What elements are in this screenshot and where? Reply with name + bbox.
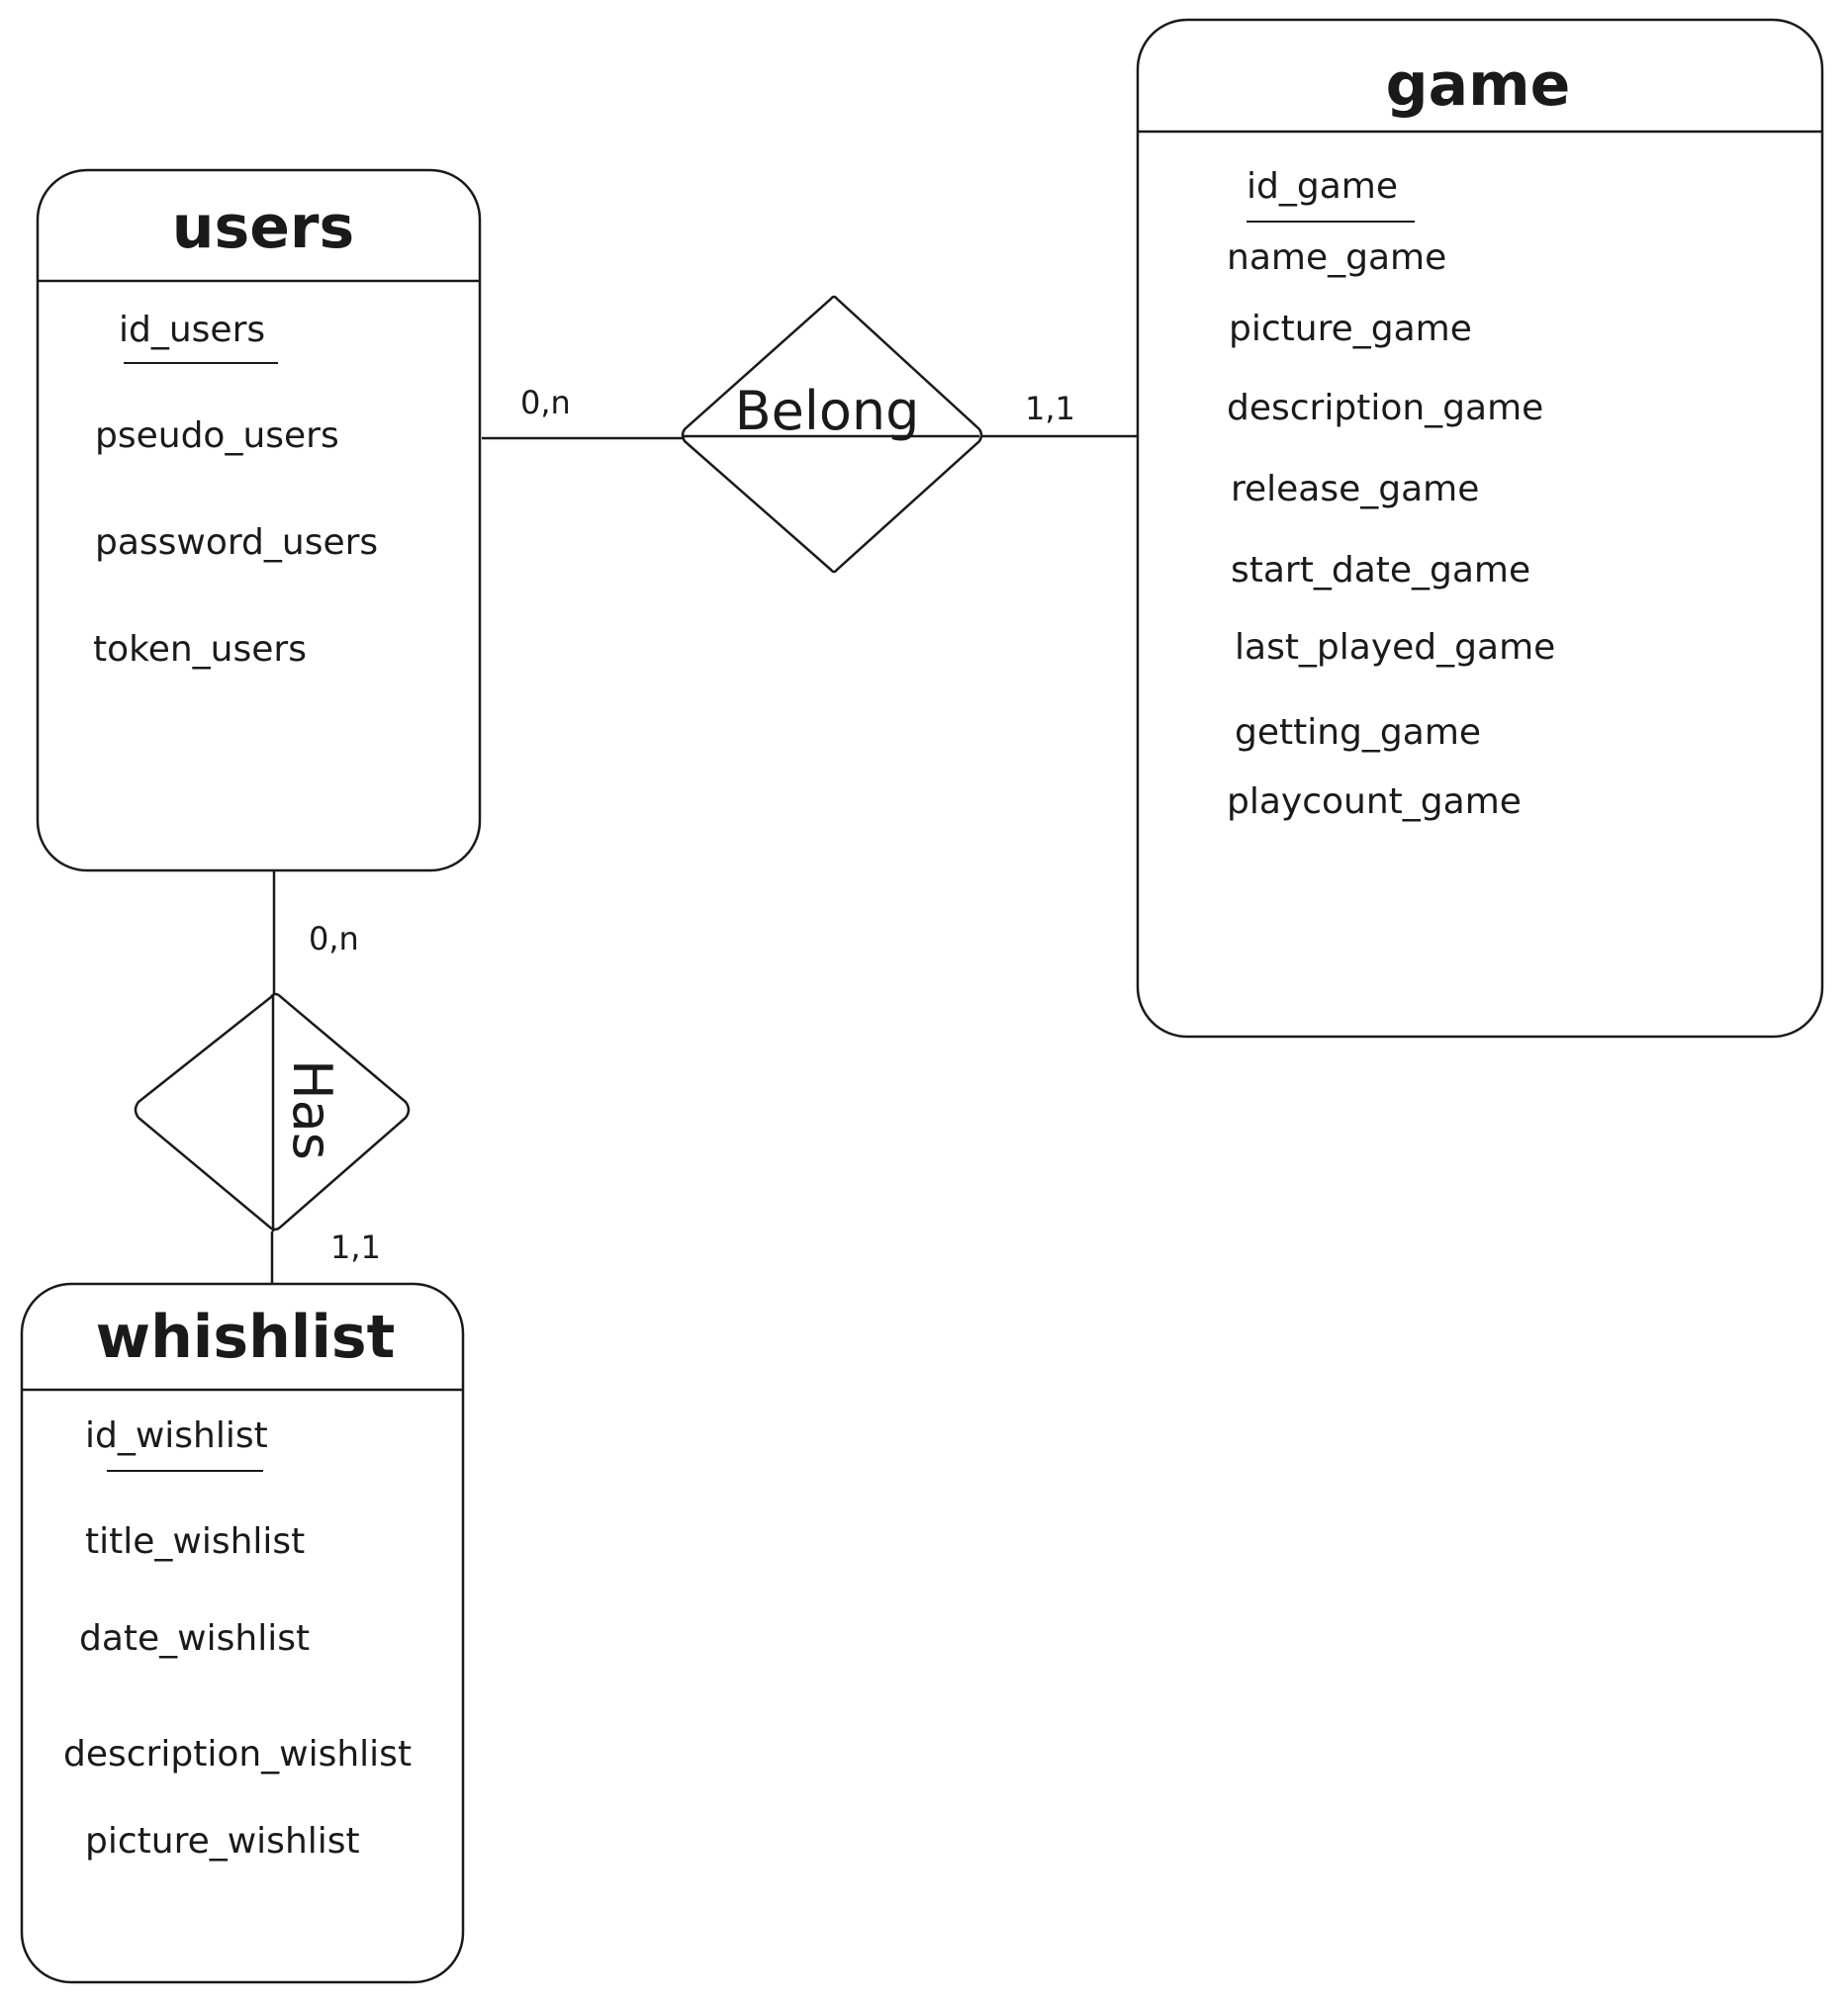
entity-game-box xyxy=(1136,18,1824,1039)
cardinality-belong-users: 0,n xyxy=(520,384,571,421)
relationship-belong[interactable]: Belong xyxy=(681,295,983,574)
relationship-belong-label: Belong xyxy=(735,380,920,442)
relationship-has[interactable]: Has xyxy=(134,992,411,1231)
attribute-id-wishlist: id_wishlist xyxy=(85,1415,268,1456)
attribute-description-game: description_game xyxy=(1227,388,1543,428)
relationship-has-label: Has xyxy=(281,1059,343,1160)
entity-game[interactable]: game id_game name_game picture_game desc… xyxy=(1136,18,1824,1039)
entity-users-title: users xyxy=(172,193,354,262)
cardinality-belong-game: 1,1 xyxy=(1025,390,1075,427)
attribute-picture-game: picture_game xyxy=(1229,309,1472,349)
attribute-getting-game: getting_game xyxy=(1235,712,1481,753)
entity-whishlist-box xyxy=(20,1282,465,1984)
attribute-last-played-game: last_played_game xyxy=(1235,627,1555,668)
attribute-release-game: release_game xyxy=(1231,469,1479,509)
entity-whishlist[interactable]: whishlist id_wishlist title_wishlist dat… xyxy=(20,1282,465,1984)
entity-users-box xyxy=(36,168,482,872)
attribute-password-users: password_users xyxy=(95,522,378,563)
attribute-description-wishlist: description_wishlist xyxy=(63,1734,412,1775)
entity-users[interactable]: users id_users pseudo_users password_use… xyxy=(36,168,482,872)
attribute-token-users: token_users xyxy=(93,629,307,670)
attribute-pseudo-users: pseudo_users xyxy=(95,415,339,456)
cardinality-has-users: 0,n xyxy=(309,920,359,957)
attribute-playcount-game: playcount_game xyxy=(1227,781,1522,822)
entity-whishlist-title: whishlist xyxy=(96,1303,396,1372)
cardinality-has-whishlist: 1,1 xyxy=(330,1229,381,1266)
attribute-date-wishlist: date_wishlist xyxy=(79,1618,310,1659)
attribute-title-wishlist: title_wishlist xyxy=(85,1521,305,1562)
attribute-start-date-game: start_date_game xyxy=(1231,550,1530,591)
entity-game-title: game xyxy=(1386,50,1571,120)
attribute-id-game: id_game xyxy=(1247,166,1398,207)
attribute-id-users: id_users xyxy=(119,310,265,350)
attribute-name-game: name_game xyxy=(1227,237,1446,278)
attribute-picture-wishlist: picture_wishlist xyxy=(85,1821,360,1862)
